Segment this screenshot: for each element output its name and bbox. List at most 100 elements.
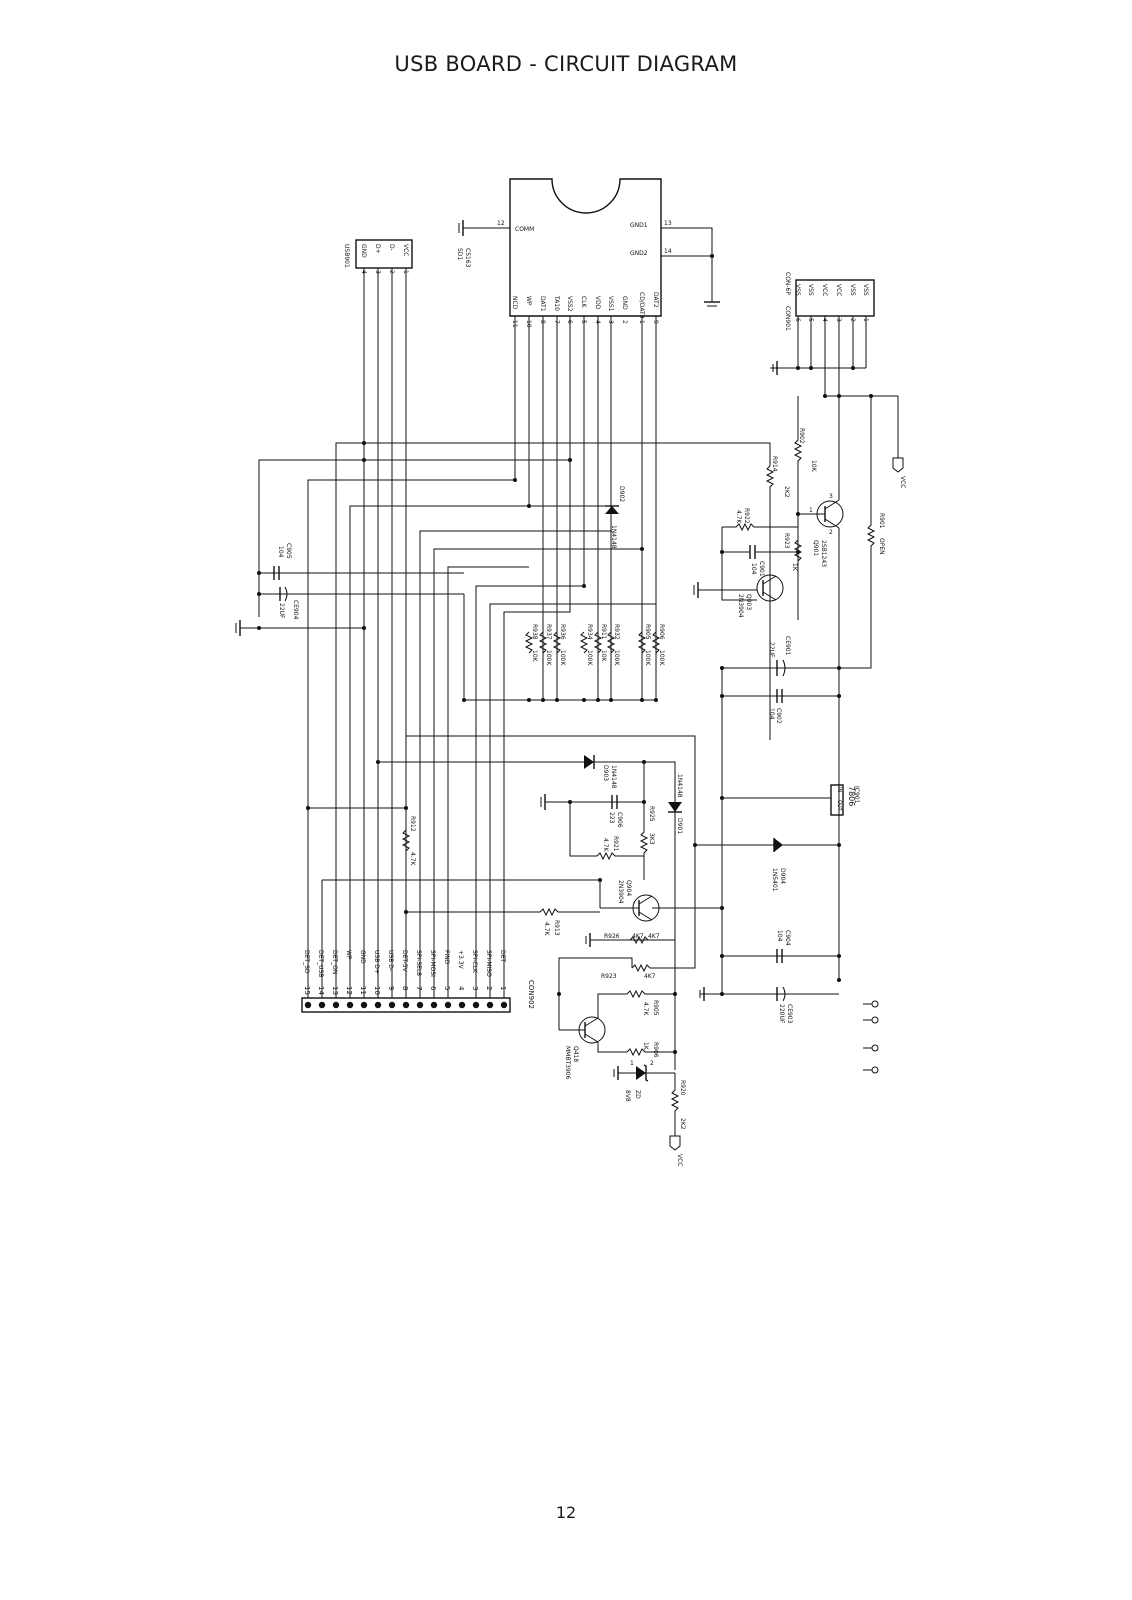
con902-pin-num: 13 [331,986,339,995]
comm-pin: 12 [497,220,505,227]
con902-pin-num: 1 [499,986,507,990]
r923-ref: R923 [601,973,617,980]
zd-ref: ZD [634,1090,641,1099]
con902-pin-name: DET-5V [401,950,408,973]
sd-part: C5163 [464,248,471,268]
con902-pin-name: DET_USB [317,950,324,977]
c904-ref: C904 [784,930,791,946]
r922-val: 4.7K [735,510,742,525]
pullup-resistor [538,631,548,654]
pullup-ref: R934 [586,624,593,640]
r905b-val: 4.7K [642,1002,649,1017]
con902-pin-name: DET [499,950,506,962]
c905-val: 104 [277,546,284,558]
sd-pin-name: VDD [594,296,601,310]
q901-val: 2SB1243 [820,540,827,567]
c906-val: 223 [608,812,615,824]
detect-section: D903 1N4148 1N4148 D901 C906 223 R925 3K… [306,735,724,1166]
con902-pin-num: 14 [317,986,325,995]
comm-label: COMM [515,226,534,233]
r906b-val: 1K [642,1042,649,1051]
con902-pin-num: 6 [429,986,437,991]
usb-pin-name: D- [388,244,395,251]
ic901-val: 7806 [847,786,856,806]
con902-pin [430,1001,438,1009]
pullup-ref: R936 [559,624,566,640]
ce901-ref: CE901 [784,636,791,656]
svg-text:2: 2 [650,1060,654,1067]
con902-pin [374,1001,382,1009]
con902-pin-num: 12 [345,986,353,995]
ce904-val: 22UF [278,603,285,619]
usb-pin-name: GND [360,244,367,258]
usb-pin-name: D+ [374,244,381,254]
r902-ref: R902 [798,428,805,444]
con902-pin-num: 9 [387,986,395,990]
r920-val: 2K2 [679,1118,686,1130]
con901-pin-name: VSS [807,284,814,296]
con902-pin-name: WP [345,950,352,960]
r912-ref: R912 [409,816,416,832]
svg-text:1: 1 [809,507,813,514]
pullup-ref: R905 [644,624,651,640]
con902-pin-name: SPI-CLK [471,950,478,974]
ce903-val: 220UF [778,1004,785,1024]
con902-pin-num: 10 [373,986,381,995]
ic901-ref: IC901 [853,786,860,804]
pullup-ref: R937 [545,624,552,640]
con901-pin-name: VSS [794,284,801,296]
pullup-resistor [524,631,534,654]
c905-ref: C905 [285,543,292,559]
pullup-resistor-bank: R93810KR937100KR936100KR934100KR91110KR9… [524,624,665,702]
q904-val: 2N3904 [617,880,624,904]
con901-ref: CON-6P [784,272,791,295]
pullup-ref: R911 [600,624,607,640]
con902-pin-name: USB D- [387,950,394,971]
d902-ref: D902 [618,486,625,502]
r913-ref: R913 [553,920,560,936]
con902-pin [458,1001,466,1009]
sd-pin-name: GND [621,296,628,310]
usb-ref: USB901 [343,244,350,268]
con902-pin-name: DET_SD [303,950,310,974]
con902-pin-name: SPI-MOSI [429,950,436,977]
con901-pin-name: VCC [835,284,842,296]
con902-pin-name: USB D+ [373,950,380,974]
con902-pin-num: 4 [457,986,465,991]
sd-ref: SD1 [456,248,463,260]
pullup-resistor [651,631,661,654]
con902-name: CON902 [527,980,535,1009]
r925-ref: R925 [648,806,655,822]
gnd2-label: GND2 [630,250,648,257]
pullup-val: 100K [644,650,651,666]
con902-pin-name: DET_ON [331,950,338,974]
con902-pin-num: 7 [415,986,423,990]
page-number: 12 [555,1503,577,1522]
con902-pin [388,1001,396,1009]
con902-pin [360,1001,368,1009]
signal-wires: C905 104 CE904 22UF D902 1N4148 [235,268,771,998]
ce904-ref: CE904 [292,600,299,620]
pullup-resistor [606,631,616,654]
q901-ref: Q901 [812,540,819,556]
ic901-pin-out: OUT [836,800,842,812]
sd-pin-name: CD/DAT3 [638,292,645,319]
gnd1-label: GND1 [630,222,648,229]
sd-pin-name: NCD [511,296,518,310]
con901-pin-name: VSS [849,284,856,296]
r905b-ref: R905 [652,1000,659,1016]
r913-val: 4.7K [543,922,550,937]
ic901-pin-in: IN [836,787,842,792]
vcc-label-bottom: VCC [676,1154,683,1166]
r914-ref: R914 [771,456,778,472]
pullup-resistor [552,631,562,654]
q418-ref: Q418 [572,1046,579,1062]
con901-pin-name: VCC [821,284,828,296]
c904-val: 104 [776,930,783,942]
